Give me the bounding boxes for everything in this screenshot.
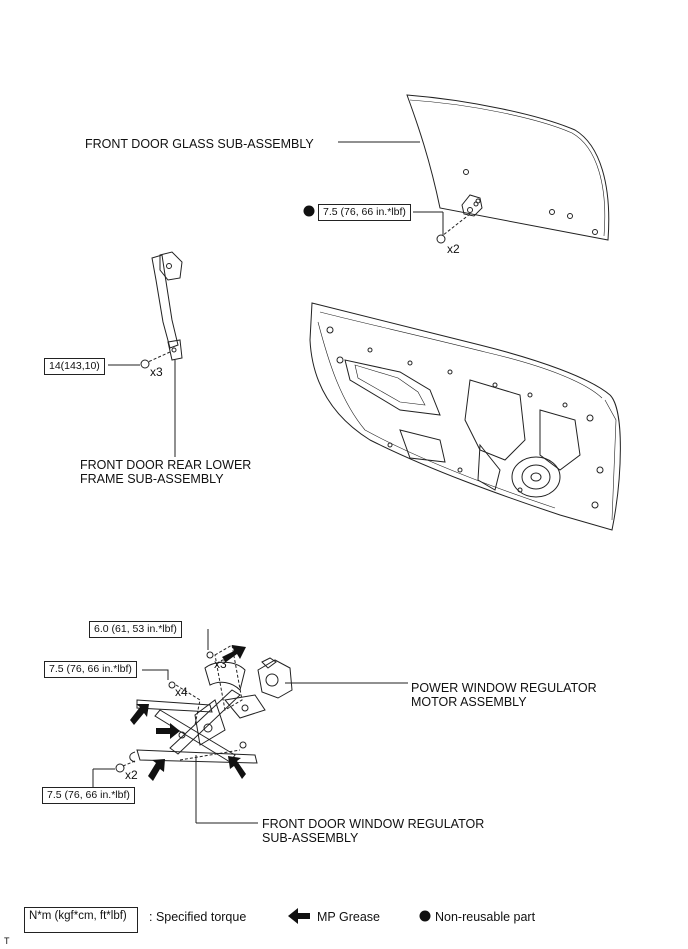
label-motor-line2: MOTOR ASSEMBLY bbox=[411, 695, 527, 709]
label-glass: FRONT DOOR GLASS SUB-ASSEMBLY bbox=[85, 137, 314, 151]
grease-arrow-5 bbox=[228, 756, 246, 779]
qty-glass: x2 bbox=[447, 242, 460, 256]
grease-arrow-1 bbox=[222, 645, 246, 662]
label-rear-frame-line2: FRAME SUB-ASSEMBLY bbox=[80, 472, 224, 486]
glass-mount-bracket bbox=[461, 194, 483, 217]
label-regulator-line1: FRONT DOOR WINDOW REGULATOR bbox=[262, 817, 485, 831]
regulator-upper-rail bbox=[136, 699, 213, 713]
grease-arrow-2 bbox=[130, 704, 149, 725]
qty-regulator-upper: x4 bbox=[175, 685, 188, 699]
legend-nonreusable-dot-icon bbox=[419, 910, 431, 922]
grease-arrow-4 bbox=[148, 759, 165, 781]
torque-glass: 7.5 (76, 66 in.*lbf) bbox=[318, 204, 411, 221]
regulator-arm-b bbox=[169, 689, 241, 755]
qty-motor-bolts: x3 bbox=[214, 657, 227, 671]
legend-grease-arrow-icon bbox=[288, 908, 310, 924]
torque-regulator-upper: 7.5 (76, 66 in.*lbf) bbox=[44, 661, 137, 678]
grease-arrow-3 bbox=[156, 723, 180, 739]
regulator-motor bbox=[257, 659, 293, 699]
grease-arrows bbox=[130, 645, 246, 781]
legend-torque-box: N*m (kgf*cm, ft*lbf) bbox=[24, 907, 138, 933]
legend-nonreusable-text: Non-reusable part bbox=[435, 910, 536, 924]
legend-grease-text: MP Grease bbox=[317, 910, 380, 924]
door-panel-outline bbox=[309, 302, 621, 531]
non-reusable-dot-glass bbox=[303, 205, 315, 217]
qty-regulator-lower: x2 bbox=[125, 768, 138, 782]
label-rear-frame-line1: FRONT DOOR REAR LOWER bbox=[80, 458, 252, 472]
qty-rear-frame: x3 bbox=[150, 365, 163, 379]
legend-torque-text: : Specified torque bbox=[149, 910, 247, 924]
footer-mark: T bbox=[4, 936, 10, 946]
rear-lower-frame bbox=[151, 254, 179, 349]
label-regulator-line2: SUB-ASSEMBLY bbox=[262, 831, 359, 845]
door-glass-outline bbox=[406, 94, 610, 241]
torque-motor-bolts: 6.0 (61, 53 in.*lbf) bbox=[89, 621, 182, 638]
torque-rear-frame: 14(143,10) bbox=[44, 358, 105, 375]
torque-regulator-lower: 7.5 (76, 66 in.*lbf) bbox=[42, 787, 135, 804]
label-motor-line1: POWER WINDOW REGULATOR bbox=[411, 681, 597, 695]
